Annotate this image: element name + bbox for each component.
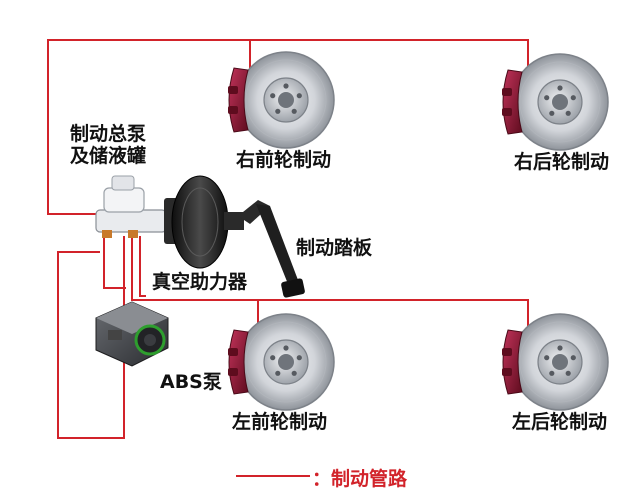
abs-pump-label: ABS泵 [160, 371, 222, 393]
abs-pump-unit [95, 301, 169, 367]
rear-right-brake-disc [501, 53, 609, 151]
front-left-brake-label: 左前轮制动 [232, 411, 328, 433]
rear-left-brake-disc [501, 313, 609, 411]
master-cylinder-reservoir [95, 175, 167, 238]
rear-right-brake-label: 右后轮制动 [514, 151, 610, 173]
rear-left-brake-label: 左后轮制动 [512, 411, 608, 433]
brake-line-rear-return [57, 236, 125, 439]
front-right-brake-disc [227, 51, 335, 149]
vacuum-booster [164, 175, 244, 269]
master-cylinder-label: 制动总泵 及储液罐 [70, 123, 147, 168]
legend-label: ：制动管路 [312, 468, 408, 490]
master-cylinder-label-line2: 及储液罐 [70, 144, 147, 167]
brake-pedal [238, 200, 305, 298]
brake-line-abs-feed-2 [139, 236, 146, 297]
master-cylinder-label-line1: 制动总泵 [70, 123, 147, 145]
brake-pedal-label: 制动踏板 [296, 237, 373, 259]
brake-line-abs-feed-1 [103, 236, 126, 289]
front-right-brake-label: 右前轮制动 [236, 149, 332, 171]
brake-line-abs-to-rear-left [131, 236, 529, 346]
vacuum-booster-label: 真空助力器 [152, 271, 248, 293]
front-left-brake-disc [227, 313, 335, 411]
